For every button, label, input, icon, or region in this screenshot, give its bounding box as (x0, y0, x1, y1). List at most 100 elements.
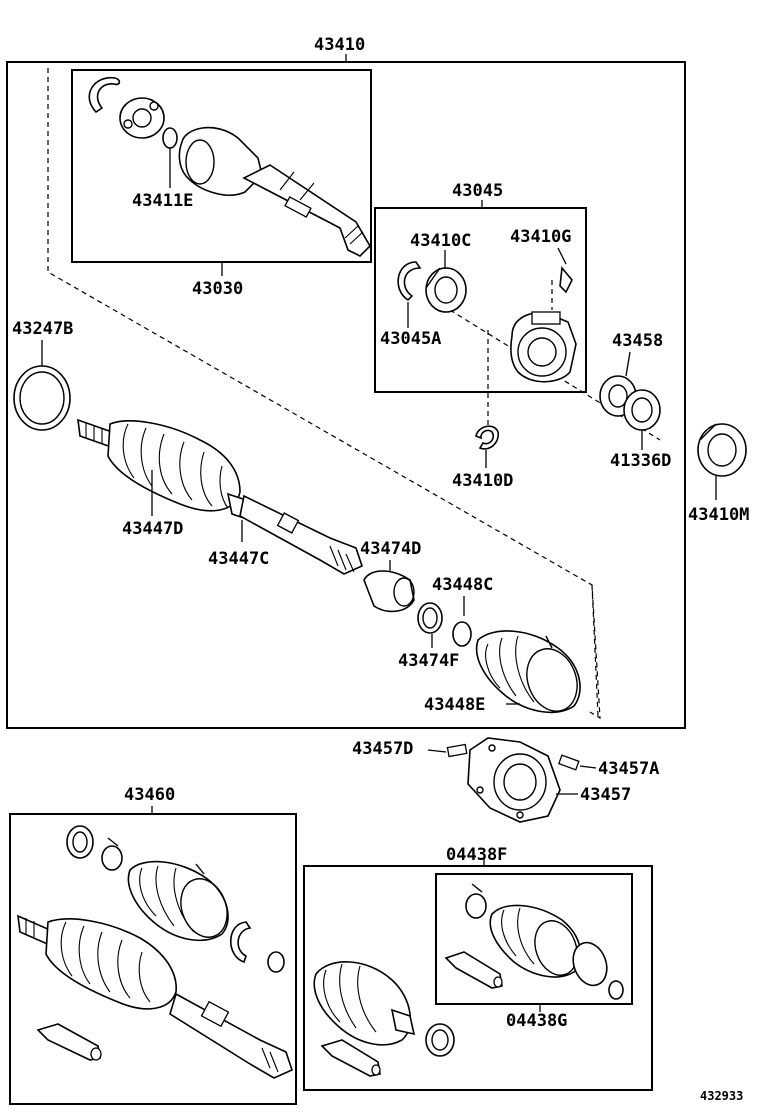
boot-kit-04438G-frame (435, 873, 633, 1005)
bearing-edge (425, 267, 441, 289)
ring-43474F-part (417, 602, 443, 634)
bearing-bore (707, 433, 737, 467)
bolt-43457D-part (446, 743, 468, 758)
boot-fold (139, 867, 157, 917)
boot-clamp-tab (195, 863, 205, 875)
tripod-face (393, 577, 415, 607)
boot-fold (78, 925, 91, 985)
ring-43411E-part (162, 127, 178, 149)
part-number-43410G: 43410G (510, 227, 571, 247)
bearing-bore (434, 276, 458, 304)
spline-line (261, 1047, 271, 1069)
outer-joint-housing-part (178, 126, 263, 196)
part-number-43410: 43410 (314, 35, 365, 55)
snap-ring-part (230, 921, 252, 964)
boot-clamp-tab (545, 635, 553, 649)
part-number-43474F: 43474F (398, 651, 459, 671)
grease-tube-part (444, 951, 503, 989)
clamp-part (101, 845, 123, 871)
leader-43457D (427, 749, 447, 753)
boot-part (45, 918, 177, 1010)
part-number-43460: 43460 (124, 785, 175, 805)
part-number-43411E: 43411E (132, 191, 193, 211)
cv-ball (149, 101, 159, 111)
boot-fold (501, 909, 517, 957)
boot-neck-part (390, 1008, 416, 1036)
spline-line (345, 553, 355, 573)
cv-inner-race-part (119, 97, 165, 139)
part-number-43410D: 43410D (452, 471, 513, 491)
bracket-hole (516, 811, 524, 819)
spline-line (269, 1051, 279, 1073)
boot-fold (155, 865, 175, 927)
outer-boot-part (107, 420, 241, 512)
boot-fold (140, 427, 153, 487)
bearing-43410C-part (425, 267, 467, 313)
bracket-hole (488, 744, 496, 752)
boot-part (127, 860, 229, 942)
clamp-43448C-part (452, 621, 472, 647)
ring-bore (422, 607, 438, 629)
shaft-damper (200, 1000, 230, 1028)
outer-joint-rim (185, 139, 215, 185)
snap-ring-43410D-part (475, 425, 500, 450)
shaft-collar (284, 196, 312, 218)
part-number-04438G: 04438G (506, 1011, 567, 1031)
spline-line (337, 549, 347, 571)
shaft-ridge (299, 182, 315, 201)
boot-fold (323, 969, 341, 1023)
dashed-right-edge (591, 584, 599, 717)
boot-opening (180, 878, 228, 938)
seal-bore (608, 384, 628, 408)
grease-tube-cap (493, 976, 503, 988)
boot-fold (517, 907, 535, 965)
boot-fold (515, 635, 535, 703)
part-number-43474D: 43474D (360, 539, 421, 559)
part-number-43447C: 43447C (208, 549, 269, 569)
boot-fold (158, 433, 173, 495)
figure-id: 432933 (700, 1089, 743, 1103)
part-number-43447D: 43447D (122, 519, 183, 539)
clip-43410G-part (559, 266, 573, 294)
clamp-part (465, 893, 487, 919)
bearing-43410M-part (697, 423, 747, 477)
spline-line (329, 545, 339, 567)
shaft-ridge (279, 171, 295, 191)
seal-ring-inner (19, 371, 65, 425)
shaft-damper (276, 512, 300, 534)
bracket-43457-part (467, 737, 561, 823)
cv-ball (123, 119, 133, 129)
seal-ring-43247B-part (13, 365, 71, 431)
boot-fold (339, 963, 357, 1029)
part-number-41336D: 41336D (610, 451, 671, 471)
snap-ring-part (88, 77, 121, 114)
part-number-43410C: 43410C (410, 231, 471, 251)
bracket-bore (517, 327, 567, 377)
part-number-43458: 43458 (612, 331, 663, 351)
small-ring-part (608, 980, 624, 1000)
boot-opening (526, 648, 578, 712)
grease-tube-cap (90, 1047, 102, 1061)
part-number-43448E: 43448E (424, 695, 485, 715)
bolt-43457A-part (557, 754, 580, 771)
part-number-43045A: 43045A (380, 329, 441, 349)
boot-opening (534, 920, 578, 976)
boot-fold (122, 423, 135, 479)
grease-tube-cap (371, 1064, 381, 1076)
boot-fold (357, 965, 377, 1033)
part-number-43457A: 43457A (598, 759, 659, 779)
spline-line (349, 231, 364, 245)
bearing-edge (699, 423, 717, 441)
small-ring-part (267, 951, 285, 973)
ring-bore (431, 1029, 449, 1051)
bracket-tab (531, 311, 561, 325)
boot-part (313, 961, 411, 1046)
boot-fold (219, 465, 229, 509)
bracket-bore (493, 753, 547, 811)
boot-fold (97, 931, 111, 993)
boot-kit-frame (303, 865, 653, 1091)
part-number-04438F: 04438F (446, 845, 507, 865)
part-number-43457: 43457 (580, 785, 631, 805)
assembly-43460-frame (9, 813, 297, 1105)
